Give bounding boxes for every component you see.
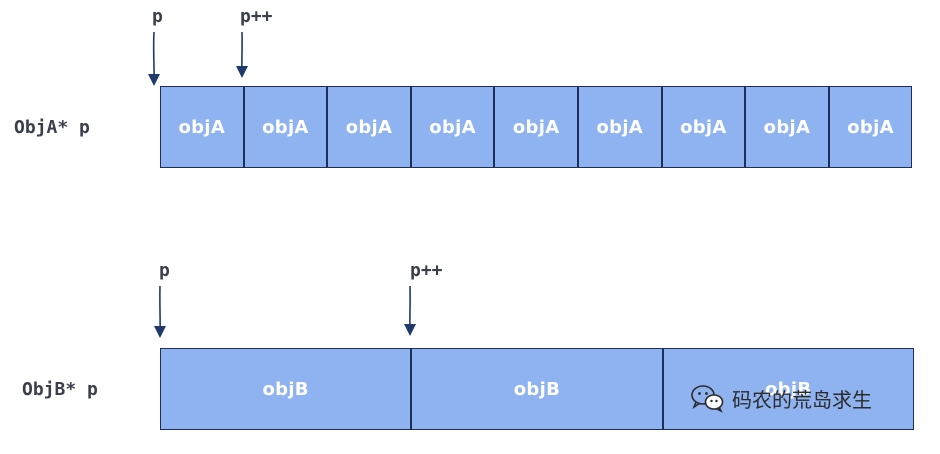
row-a-pointer-pp-label: p++ (240, 6, 273, 27)
row-b-label: ObjB* p (22, 379, 98, 400)
row-a-memory: objA objA objA objA objA objA objA objA … (160, 86, 913, 168)
row-b-pointer-pp-label: p++ (410, 260, 443, 281)
row-a-cell: objA (243, 86, 328, 168)
row-a-cell: objA (577, 86, 662, 168)
row-b-cell: objB (411, 348, 663, 430)
watermark: 码农的荒岛求生 (690, 383, 872, 413)
row-a-pointer-pp-arrow-icon (236, 31, 248, 78)
row-a-pointer-p-label: p (152, 6, 163, 27)
row-a-cell: objA (828, 86, 913, 168)
row-b-pointer-pp-arrow-icon (404, 285, 416, 336)
row-b-pointer-p-label: p (159, 260, 170, 281)
row-a-cell: objA (327, 86, 411, 168)
row-a-cell: objA (160, 86, 244, 168)
row-a-cell: objA (661, 86, 746, 168)
row-b-cell: objB (160, 348, 412, 430)
wechat-icon (691, 385, 724, 413)
row-a-cell: objA (494, 86, 578, 168)
row-b-memory: objB objB objB (160, 348, 914, 430)
row-b-cell: objB (662, 348, 914, 430)
row-a-cell: objA (745, 86, 829, 168)
watermark-text: 码农的荒岛求生 (732, 387, 872, 412)
row-a-cell: objA (410, 86, 495, 168)
row-a-pointer-p-arrow-icon (148, 31, 160, 86)
row-a-label: ObjA* p (14, 117, 90, 138)
row-b-pointer-p-arrow-icon (154, 285, 166, 338)
